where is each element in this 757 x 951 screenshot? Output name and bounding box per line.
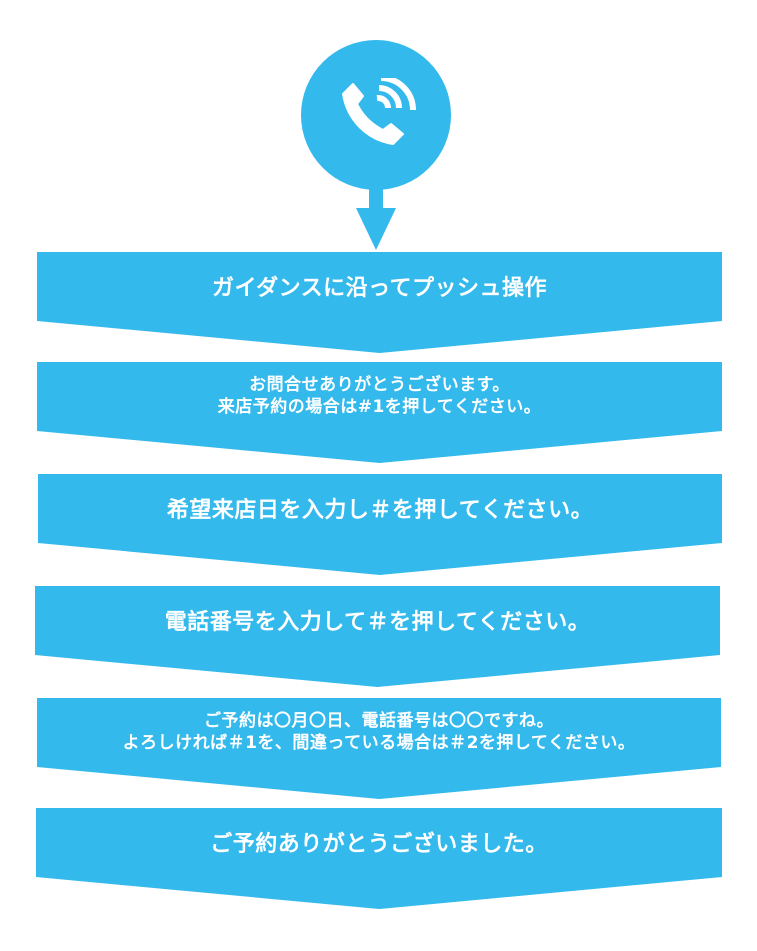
chevron-box-shape [37, 698, 721, 799]
flow-step-1: ガイダンスに沿ってプッシュ操作 [37, 252, 722, 354]
step-text-line: よろしければ＃1を、間違っている場合は＃2を押してください。 [122, 733, 636, 753]
step-label: ご予約は〇月〇日、電話番号は〇〇ですね。よろしければ＃1を、間違っている場合は＃… [37, 698, 721, 766]
down-arrow-icon [356, 208, 396, 250]
step-label: お問合せありがとうございます。来店予約の場合は#1を押してください。 [37, 362, 722, 430]
flow-step-4: 電話番号を入力して＃を押してください。 [35, 586, 720, 688]
chevron-box-shape [37, 362, 722, 463]
phone-circle [301, 40, 451, 190]
chevron-box-shape [37, 252, 722, 353]
step-text-line: ガイダンスに沿ってプッシュ操作 [211, 276, 548, 301]
step-text-line: 希望来店日を入力し＃を押してください。 [166, 498, 594, 523]
connector-stem [369, 186, 383, 212]
phone-call-icon [342, 78, 416, 145]
flow-step-5: ご予約は〇月〇日、電話番号は〇〇ですね。よろしければ＃1を、間違っている場合は＃… [37, 698, 721, 800]
step-label: 電話番号を入力して＃を押してください。 [35, 586, 720, 654]
step-text-line: ご予約は〇月〇日、電話番号は〇〇ですね。 [204, 711, 554, 731]
flow-step-3: 希望来店日を入力し＃を押してください。 [38, 474, 722, 576]
flow-step-6: ご予約ありがとうございました。 [36, 808, 722, 910]
step-label: ガイダンスに沿ってプッシュ操作 [37, 252, 722, 320]
step-text-line: お問合せありがとうございます。 [249, 375, 510, 395]
step-text-line: 来店予約の場合は#1を押してください。 [217, 397, 542, 417]
chevron-box-shape [38, 474, 722, 575]
step-label: ご予約ありがとうございました。 [36, 808, 722, 876]
flow-step-2: お問合せありがとうございます。来店予約の場合は#1を押してください。 [37, 362, 722, 464]
step-label: 希望来店日を入力し＃を押してください。 [38, 474, 722, 542]
step-text-line: ご予約ありがとうございました。 [210, 832, 548, 857]
step-text-line: 電話番号を入力して＃を押してください。 [164, 610, 591, 635]
chevron-box-shape [36, 808, 722, 909]
chevron-box-shape [35, 586, 720, 687]
